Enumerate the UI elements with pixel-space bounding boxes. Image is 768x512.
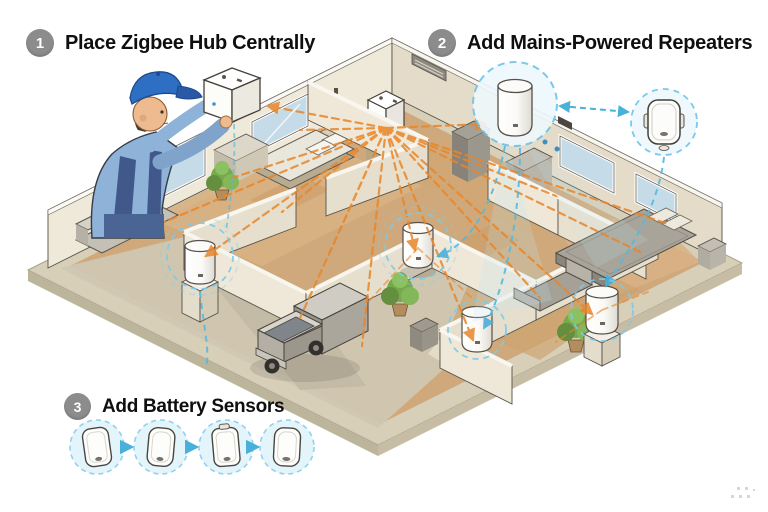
step-2-label: 2 Add Mains-Powered Repeaters (428, 29, 753, 57)
step-2-badge: 2 (428, 29, 456, 57)
wall-keypad (334, 88, 338, 94)
watermark (731, 487, 755, 498)
step-2-text: Add Mains-Powered Repeaters (467, 31, 753, 54)
battery-sensor-row (69, 419, 315, 475)
repeater-left (180, 239, 220, 323)
repeater-range-circles (160, 206, 634, 360)
step-1-text: Place Zigbee Hub Centrally (65, 31, 316, 54)
window (558, 133, 616, 196)
repeater-link-arrow (558, 100, 630, 118)
blue-signal-beams (472, 140, 648, 322)
step-3-badge: 3 (64, 393, 91, 420)
callout-plug-repeater (630, 88, 698, 156)
repeater-center (400, 221, 436, 278)
wall-sensor (558, 116, 572, 130)
repeater-right (582, 285, 622, 367)
battery-sensor (133, 419, 189, 475)
step-3-label: 3 Add Battery Sensors (64, 393, 285, 420)
washer (409, 317, 439, 352)
sofa-bottomright (512, 257, 594, 312)
ac-vent (411, 53, 447, 82)
plant (557, 308, 595, 353)
repeater-mesh-rays (367, 247, 649, 343)
truck (250, 282, 370, 382)
step-1-badge: 1 (26, 29, 54, 57)
held-hub-box (202, 67, 262, 123)
blue-links (199, 123, 665, 369)
plant (206, 161, 239, 201)
plant (381, 272, 419, 317)
step-3-text: Add Battery Sensors (102, 395, 285, 417)
battery-sensor (69, 419, 125, 475)
installer-worker (90, 67, 262, 239)
callout-repeater (472, 61, 560, 152)
battery-sensor (198, 419, 254, 475)
hub-mesh-rays (120, 101, 670, 348)
battery-sensor (259, 419, 315, 475)
nightstand (696, 237, 728, 270)
step-1-label: 1 Place Zigbee Hub Centrally (26, 29, 315, 57)
